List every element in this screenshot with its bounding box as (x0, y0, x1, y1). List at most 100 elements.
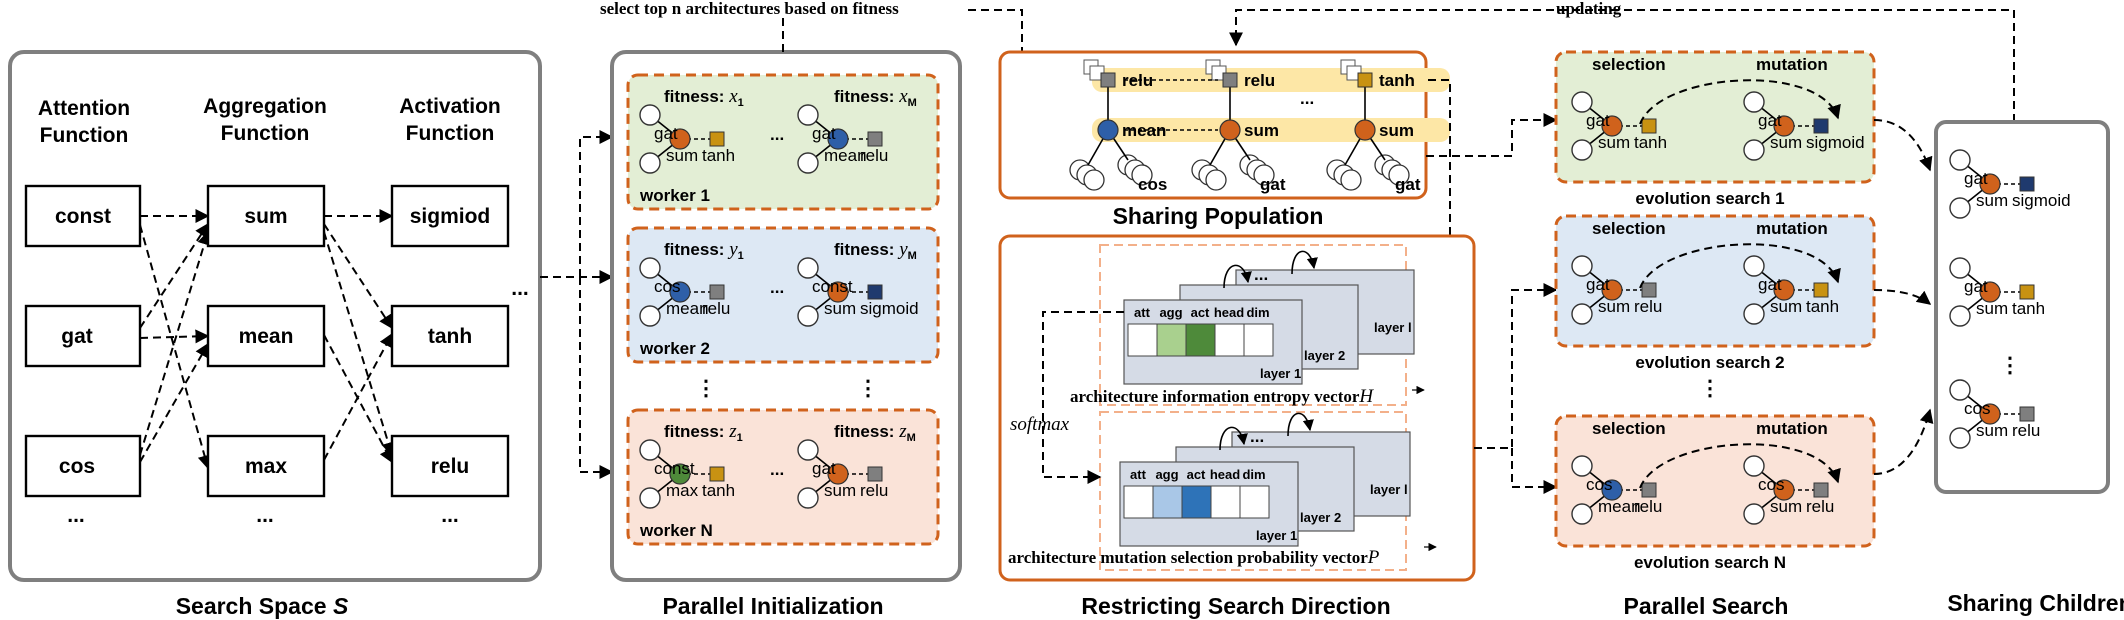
aggregation-node (1773, 115, 1795, 137)
selection-label: selection (1592, 55, 1666, 74)
aggregation-sum-box (206, 184, 326, 248)
aggregation-node (1097, 119, 1119, 141)
aggregation-max-label: max (245, 455, 287, 478)
updating-annotation: updating (1229, 0, 2015, 122)
input-node (1949, 197, 1971, 219)
activation-sigmiod-box (390, 184, 510, 248)
vdots: ⋮ (1700, 377, 1721, 400)
selection-label: selection (1592, 219, 1666, 238)
input-node (797, 152, 819, 174)
activation-node (2019, 284, 2035, 300)
restricting-caption: Restricting Search Direction (1081, 593, 1390, 619)
aggregation-label: sum (1976, 299, 2008, 318)
mutation-arrow (1639, 79, 1841, 125)
parallel-search-caption: Parallel Search (1624, 593, 1789, 619)
layer-label: layer 1 (1256, 528, 1297, 543)
activation-label: relu (860, 481, 888, 500)
evolution-name: evolution search 1 (1635, 189, 1784, 208)
activation-label: tanh (702, 481, 735, 500)
aggregation-boxes: sum mean max (206, 184, 326, 498)
aggregation-label: sum (1770, 497, 1802, 516)
sharing-children-caption: Sharing Children (1947, 590, 2124, 616)
aggregation-label: sum (1244, 121, 1279, 140)
aggregation-max-box (206, 434, 326, 498)
layer-label: layer 2 (1300, 510, 1341, 525)
search-arrows (1426, 113, 1558, 494)
input-node (1083, 169, 1105, 191)
entropy-vector-label: architecture information entropy vectorH (1070, 386, 1374, 407)
aggregation-node (1773, 279, 1795, 301)
input-node (1571, 139, 1593, 161)
aggregation-node (1601, 479, 1623, 501)
aggregation-label: mean (824, 146, 867, 165)
input-node (1743, 503, 1765, 525)
layer-label: layer l (1374, 320, 1412, 335)
ellipsis: ... (67, 504, 85, 527)
activation-node (867, 284, 883, 300)
input-node (1949, 257, 1971, 279)
input-node (797, 439, 819, 461)
input-node (1131, 164, 1153, 186)
activation-node (709, 131, 725, 147)
aggregation-node (1979, 173, 2001, 195)
evolution-frame (1554, 50, 1876, 184)
input-node (639, 439, 661, 461)
layer-cell (1243, 323, 1274, 357)
activation-label: tanh (1806, 297, 1839, 316)
ellipsis: ... (770, 278, 784, 297)
activation-node (867, 131, 883, 147)
layer-column-header: head (1210, 467, 1240, 482)
ellipsis: ... (1300, 89, 1314, 108)
sharing-children-panel (1934, 120, 2110, 494)
layer-column-header: att (1130, 467, 1147, 482)
input-node (639, 104, 661, 126)
attention-const-box (24, 184, 142, 248)
evolution-frame (1554, 214, 1876, 348)
activation-label: relu (1244, 71, 1275, 90)
ellipsis: ... (441, 504, 459, 527)
aggregation-node (827, 281, 849, 303)
activation-node (2019, 176, 2035, 192)
input-node (1949, 305, 1971, 327)
mutation-label: mutation (1756, 419, 1828, 438)
input-node (797, 104, 819, 126)
input-node (1743, 139, 1765, 161)
activation-node (1641, 482, 1657, 498)
activation-node (1813, 282, 1829, 298)
worker-frame (626, 408, 940, 546)
activation-node (2019, 406, 2035, 422)
attention-label: gat (1260, 175, 1286, 194)
ellipsis: ... (1250, 427, 1264, 446)
aggregation-node (1979, 281, 2001, 303)
attention-label: gat (1758, 111, 1782, 130)
select-top-label: select top n architectures based on fitn… (600, 0, 899, 18)
mutation-label: mutation (1756, 219, 1828, 238)
search-space-caption: Search Space S (176, 593, 349, 619)
mutation-arrow (1639, 243, 1841, 289)
input-node (1571, 455, 1593, 477)
aggregation-label: sum (1976, 191, 2008, 210)
updating-label: updating (1556, 0, 1622, 18)
activation-node (1641, 282, 1657, 298)
input-node (1949, 427, 1971, 449)
aggregation-node (827, 128, 849, 150)
layer-column-header: agg (1159, 305, 1182, 320)
aggregation-sum-label: sum (244, 205, 287, 228)
worker-frame (626, 226, 940, 364)
worker-fitness-right: fitness: yM (834, 239, 917, 262)
ellipsis: ... (770, 125, 784, 144)
aggregation-node (827, 463, 849, 485)
